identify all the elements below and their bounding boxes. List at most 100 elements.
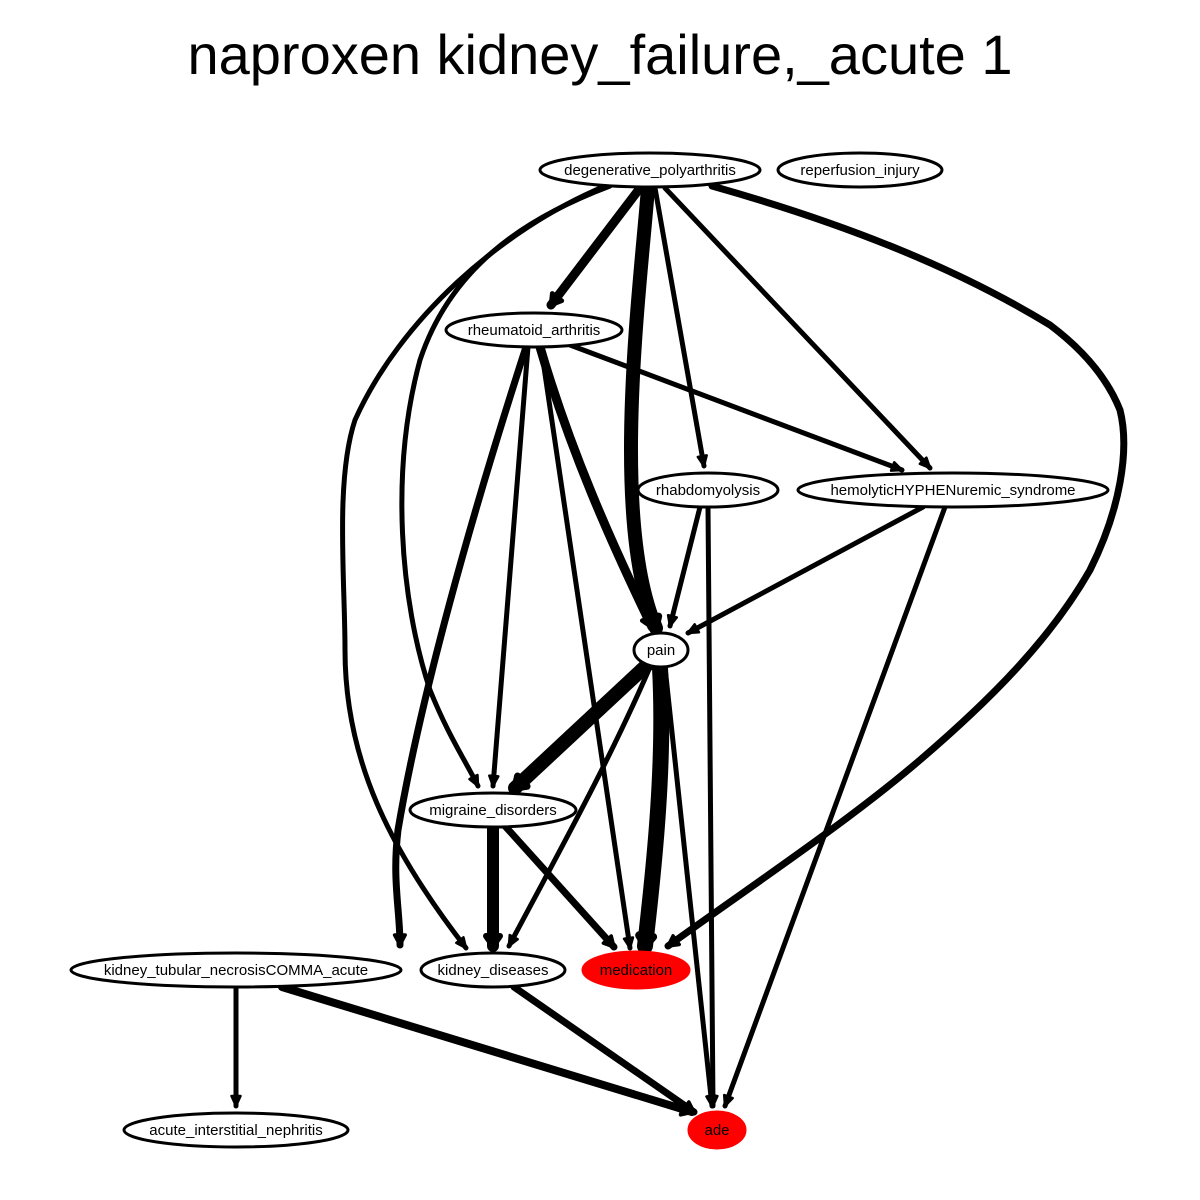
edge-degenerative_polyarthritis-to-medication [664,182,1128,950]
edge-line [623,181,663,635]
node-kidney-tubular[interactable]: kidney_tubular_necrosisCOMMA_acute [69,951,403,989]
node-rheumatoid-arthritis[interactable]: rheumatoid_arthritis [444,311,624,349]
edge-rheumatoid_arthritis-to-kidney_diseases [392,343,530,949]
edge-arrowhead [488,774,500,788]
node-ellipse[interactable] [776,151,944,189]
node-label: degenerative_polyarthritis [564,162,736,179]
edge-arrowhead [686,623,701,635]
node-rhabdomyolysis[interactable]: rhabdomyolysis [636,471,780,509]
edge-kidney_tubular-to-ade [278,983,696,1117]
node-label: hemolyticHYPHENuremic_syndrome [830,482,1075,499]
node-acute-interstitial[interactable]: acute_interstitial_nephritis [122,1111,350,1149]
node-reperfusion-injury[interactable]: reperfusion_injury [776,151,944,189]
edge-line [510,983,698,1116]
edge-arrowhead [601,934,616,949]
edge-arrowhead [918,456,932,470]
edge-rhabdomyolysis-to-ade [705,504,719,1109]
edge-pain-to-migraine_disorders [508,657,655,795]
edge-kidney_diseases-to-ade [510,983,698,1116]
node-label: reperfusion_injury [800,162,920,179]
node-ellipse[interactable] [444,311,624,349]
edge-line [506,664,653,949]
node-ellipse[interactable] [122,1111,350,1149]
edge-line [399,183,613,789]
node-label: rheumatoid_arthritis [468,322,601,339]
edge-line [501,822,618,951]
node-ellipse[interactable] [632,631,690,669]
edge-arrowhead [889,461,904,472]
edge-rheumatoid_arthritis-to-migraine_disorders [488,344,531,789]
edge-arrowhead [666,613,679,628]
edge-line [705,504,716,1109]
node-label: medication [600,962,673,979]
edges-layer [230,181,1128,1117]
edge-pain-to-ade [662,664,717,1109]
edge-arrowhead [622,936,635,950]
edge-line [392,343,530,949]
edge-line [662,664,715,1109]
edge-line [508,657,655,795]
node-kidney-diseases[interactable]: kidney_diseases [419,951,567,989]
edge-line [637,660,670,954]
node-label: kidney_diseases [438,962,549,979]
edge-line [490,344,531,789]
edge-arrowhead [548,291,565,308]
edge-arrowhead [705,1094,717,1108]
edge-degenerative_polyarthritis-to-rhabdomyolysis [652,185,708,469]
edge-degenerative_polyarthritis-to-rheumatoid_arthritis [546,183,645,310]
node-ellipse[interactable] [538,151,762,189]
edge-hemolytic-to-pain [685,504,926,636]
edge-rhabdomyolysis-to-pain [666,504,703,629]
edge-rheumatoid_arthritis-to-pain [535,342,657,632]
edge-line [722,504,948,1109]
edge-arrowhead [230,1094,242,1108]
node-ellipse[interactable] [636,471,780,509]
edge-rheumatoid_arthritis-to-medication [538,344,635,951]
edge-line [667,504,703,629]
edge-hemolytic-to-ade [722,504,948,1109]
edge-migraine_disorders-to-medication [501,822,618,951]
node-degenerative-polyarthritis[interactable]: degenerative_polyarthritis [538,151,762,189]
edge-arrowhead [635,931,658,950]
edge-line [567,342,905,473]
node-ellipse[interactable] [408,791,578,829]
edge-line [662,185,933,471]
node-ade[interactable]: ade [687,1110,747,1150]
node-label: kidney_tubular_necrosisCOMMA_acute [104,962,368,979]
node-label: rhabdomyolysis [656,482,760,499]
edge-degenerative_polyarthritis-to-migraine_disorders [399,183,613,789]
edge-pain-to-medication [635,660,670,954]
edge-kidney_tubular-to-acute_interstitial [230,984,242,1109]
edge-arrowhead [722,1093,734,1108]
edge-arrowhead [455,936,468,950]
node-ellipse[interactable] [581,950,691,990]
node-label: pain [647,642,675,659]
edge-line [538,344,633,951]
edge-line [685,504,926,636]
node-ellipse[interactable] [69,951,403,989]
node-pain[interactable]: pain [632,631,690,669]
edge-arrowhead [681,1100,696,1114]
node-label: acute_interstitial_nephritis [149,1122,322,1139]
diagram-title: naproxen kidney_failure,_acute 1 [187,23,1013,86]
edge-degenerative_polyarthritis-to-hemolytic [662,185,933,471]
node-label: migraine_disorders [429,802,557,819]
edge-arrowhead [392,933,407,947]
edge-degenerative_polyarthritis-to-pain [623,181,663,635]
edge-line [535,342,657,632]
node-hemolytic[interactable]: hemolyticHYPHENuremic_syndrome [796,471,1110,509]
node-ellipse[interactable] [419,951,567,989]
edge-arrowhead [507,933,519,948]
node-ellipse[interactable] [796,471,1110,509]
edge-pain-to-kidney_diseases [506,664,653,949]
edge-arrowhead [696,454,708,468]
node-migraine-disorders[interactable]: migraine_disorders [408,791,578,829]
edge-arrowhead [483,933,503,949]
edge-rheumatoid_arthritis-to-hemolytic [567,342,905,473]
edge-line [340,183,608,951]
node-medication[interactable]: medication [581,950,691,990]
node-ellipse[interactable] [687,1110,747,1150]
node-label: ade [704,1122,729,1139]
edge-line [664,182,1128,950]
edge-migraine_disorders-to-kidney_diseases [483,821,503,952]
